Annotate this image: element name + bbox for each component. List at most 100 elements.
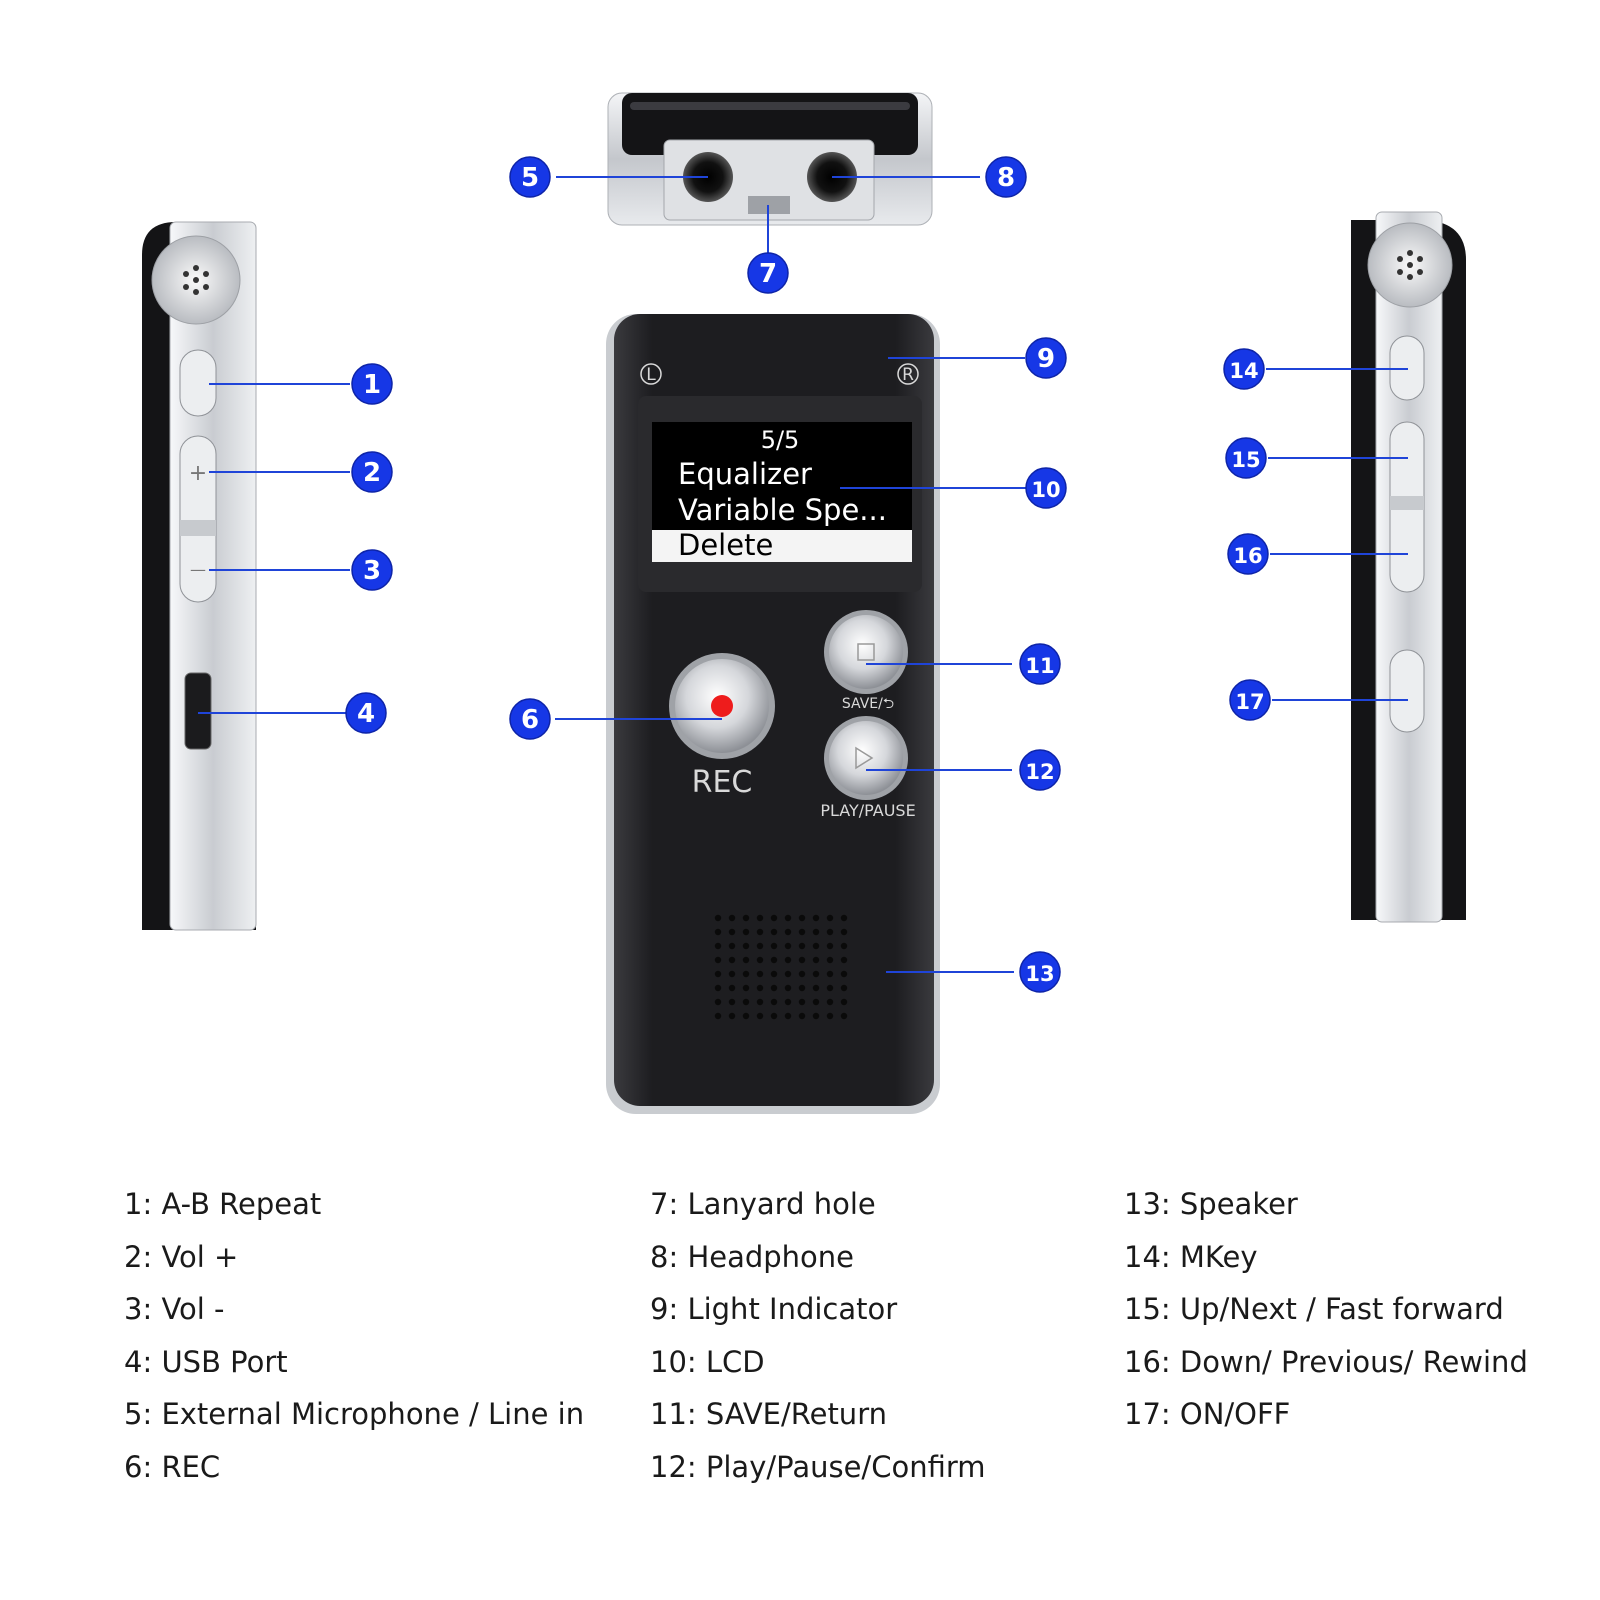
badge-label: 2 <box>363 458 381 488</box>
speaker-hole <box>784 928 792 936</box>
legend-item: 8: Headphone <box>650 1239 855 1274</box>
speaker-hole <box>826 928 834 936</box>
speaker-hole <box>812 1012 820 1020</box>
badge-12: 12 <box>1019 749 1061 791</box>
legend-item: 5: External Microphone / Line in <box>124 1397 585 1431</box>
badge-9: 9 <box>1025 337 1067 379</box>
save-return-button[interactable] <box>824 610 908 694</box>
speaker-hole <box>728 914 736 922</box>
badge-13: 13 <box>1019 951 1061 993</box>
vol-plus-mark: + <box>189 461 207 486</box>
badge-14: 14 <box>1223 348 1265 390</box>
speaker-hole <box>714 956 722 964</box>
left-side-view: + — <box>142 221 257 931</box>
badge-3: 3 <box>351 549 393 591</box>
speaker-hole <box>840 928 848 936</box>
lcd-line1: Equalizer <box>678 457 812 491</box>
speaker-hole <box>742 984 750 992</box>
speaker-hole <box>798 914 806 922</box>
legend-item: 1: A-B Repeat <box>124 1187 322 1221</box>
led-left-label: L <box>646 365 656 385</box>
speaker-hole <box>826 1012 834 1020</box>
speaker-hole <box>728 942 736 950</box>
badge-label: 4 <box>357 699 375 729</box>
speaker-hole <box>826 998 834 1006</box>
legend-item: 10: LCD <box>650 1344 765 1379</box>
speaker-hole <box>742 942 750 950</box>
speaker-hole <box>756 956 764 964</box>
speaker-hole <box>826 970 834 978</box>
badge-7: 7 <box>747 252 789 294</box>
legend-item: 12: Play/Pause/Confirm <box>650 1449 986 1484</box>
badge-label: 5 <box>521 163 539 193</box>
speaker-hole <box>742 928 750 936</box>
power-switch[interactable] <box>1389 649 1425 733</box>
badge-label: 6 <box>521 705 539 735</box>
badge-label: 7 <box>759 259 777 289</box>
speaker-hole <box>714 998 722 1006</box>
legend-item: 2: Vol + <box>124 1239 239 1274</box>
speaker-hole <box>840 942 848 950</box>
badge-label: 17 <box>1235 690 1264 714</box>
speaker-hole <box>728 984 736 992</box>
speaker-hole <box>714 914 722 922</box>
speaker-hole <box>784 998 792 1006</box>
legend-item: 15: Up/Next / Fast forward <box>1124 1292 1504 1326</box>
badge-label: 1 <box>363 370 381 400</box>
speaker-hole <box>756 1012 764 1020</box>
legend-item: 13: Speaker <box>1124 1187 1298 1221</box>
legend-item: 17: ON/OFF <box>1124 1397 1291 1431</box>
play-pause-button[interactable] <box>824 716 908 800</box>
speaker-hole <box>728 998 736 1006</box>
play-label: PLAY/PAUSE <box>820 801 915 820</box>
usb-port <box>184 672 212 750</box>
legend-item: 14: MKey <box>1124 1239 1258 1274</box>
speaker-hole <box>742 1012 750 1020</box>
right-side-view <box>1351 211 1466 923</box>
speaker-hole <box>784 942 792 950</box>
speaker-hole <box>742 970 750 978</box>
speaker-hole <box>812 956 820 964</box>
badge-label: 16 <box>1233 544 1262 568</box>
badge-label: 3 <box>363 556 381 586</box>
badge-1: 1 <box>351 363 393 405</box>
speaker-hole <box>798 984 806 992</box>
speaker-hole <box>812 984 820 992</box>
legend-item: 6: REC <box>124 1449 221 1484</box>
speaker-hole <box>742 914 750 922</box>
badge-17: 17 <box>1229 679 1271 721</box>
badge-label: 11 <box>1025 654 1054 678</box>
speaker-hole <box>826 914 834 922</box>
top-view <box>607 92 933 226</box>
speaker-hole <box>756 942 764 950</box>
speaker-hole <box>756 928 764 936</box>
speaker-hole <box>770 956 778 964</box>
speaker-hole <box>728 970 736 978</box>
speaker-hole <box>770 984 778 992</box>
lcd-selected: Delete <box>678 528 773 562</box>
speaker-hole <box>756 914 764 922</box>
speaker-hole <box>784 956 792 964</box>
legend-item: 9: Light Indicator <box>650 1292 898 1326</box>
speaker-hole <box>728 1012 736 1020</box>
speaker-hole <box>826 956 834 964</box>
speaker-hole <box>756 970 764 978</box>
speaker-hole <box>714 1012 722 1020</box>
speaker-hole <box>840 970 848 978</box>
badge-5: 5 <box>509 156 551 198</box>
badge-6: 6 <box>509 698 551 740</box>
speaker-hole <box>840 984 848 992</box>
speaker-hole <box>812 942 820 950</box>
badge-11: 11 <box>1019 643 1061 685</box>
front-view: L R 5/5 Equalizer Variable Spe... Delete… <box>606 314 940 1114</box>
volume-rocker[interactable] <box>179 435 217 603</box>
badge-label: 14 <box>1229 359 1258 383</box>
speaker-hole <box>784 984 792 992</box>
badge-8: 8 <box>985 156 1027 198</box>
led-right-label: R <box>902 365 914 385</box>
speaker-hole <box>714 942 722 950</box>
speaker-hole <box>840 998 848 1006</box>
speaker-hole <box>840 1012 848 1020</box>
rec-label: REC <box>692 765 753 800</box>
rec-button[interactable] <box>669 653 775 759</box>
